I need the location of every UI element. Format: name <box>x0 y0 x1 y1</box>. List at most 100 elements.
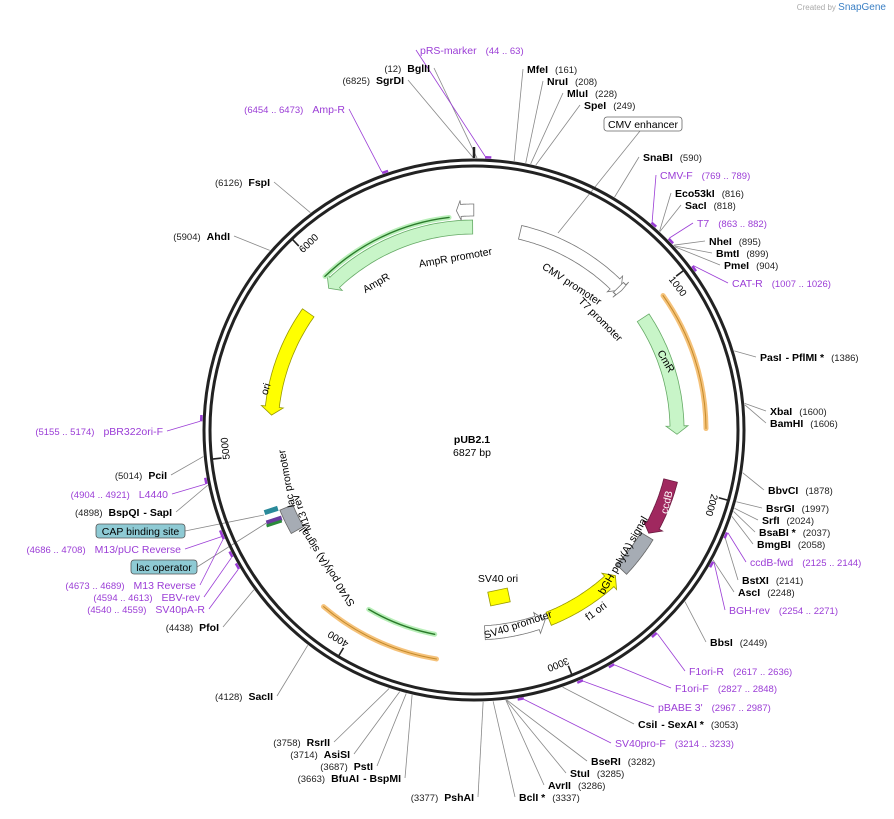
enzyme-rsrii[interactable]: (3758)RsrII <box>273 737 330 749</box>
enzyme-bamhi[interactable]: BamHI(1606) <box>770 418 838 430</box>
svg-text:(5014)PciI: (5014)PciI <box>115 470 167 482</box>
enzyme-srfi[interactable]: SrfI(2024) <box>762 515 814 527</box>
enzyme-fspi[interactable]: (6126)FspI <box>215 177 270 189</box>
primer-amp-r[interactable]: (6454 .. 6473)Amp-R <box>244 104 345 116</box>
enzyme-mlui[interactable]: MluI(228) <box>567 88 617 100</box>
orf-green-arc <box>369 609 435 634</box>
enzyme-saci[interactable]: SacI(818) <box>685 200 736 212</box>
svg-text:BmgBI(2058): BmgBI(2058) <box>757 539 825 551</box>
label-cmv-enhancer[interactable]: CMV enhancer <box>604 117 682 131</box>
enzyme-pmei[interactable]: PmeI(904) <box>724 260 778 272</box>
svg-text:SrfI(2024): SrfI(2024) <box>762 515 814 527</box>
primer-prs-marker[interactable]: pRS-marker(44 .. 63) <box>420 45 524 57</box>
enzyme-sgrdi[interactable]: (6825)SgrDI <box>343 75 405 87</box>
tick-4000 <box>339 648 344 656</box>
svg-text:BclI *(3337): BclI *(3337) <box>519 792 580 804</box>
enzyme-pfoi[interactable]: (4438)PfoI <box>166 622 219 634</box>
enzyme-xbai[interactable]: XbaI(1600) <box>770 406 827 418</box>
svg-text:BsrGI(1997): BsrGI(1997) <box>766 503 829 515</box>
svg-text:Eco53kI(816): Eco53kI(816) <box>675 188 744 200</box>
enzyme-psti[interactable]: (3687)PstI <box>320 761 373 773</box>
enzyme-pcii[interactable]: (5014)PciI <box>115 470 167 482</box>
primer-pbr322ori-f[interactable]: (5155 .. 5174)pBR322ori-F <box>35 426 163 438</box>
primer-pbabe-3[interactable]: pBABE 3'(2967 .. 2987) <box>658 702 771 714</box>
svg-text:PasI- PflMI *(1386): PasI- PflMI *(1386) <box>760 352 859 364</box>
label-sv40-polya: SV40 poly(A) signal <box>297 525 357 609</box>
primer-bgh-rev[interactable]: BGH-rev(2254 .. 2271) <box>729 605 838 617</box>
enzyme-bcli[interactable]: BclI *(3337) <box>519 792 580 804</box>
primer-f1ori-f[interactable]: F1ori-F(2827 .. 2848) <box>675 683 777 695</box>
svg-text:(4904 .. 4921)L4440: (4904 .. 4921)L4440 <box>71 489 169 501</box>
primer-ebv-rev[interactable]: (4594 .. 4613)EBV-rev <box>93 592 200 604</box>
enzyme-snabi[interactable]: SnaBI(590) <box>643 152 702 164</box>
svg-text:lac operator: lac operator <box>136 562 192 574</box>
label-sv40-ori: SV40 ori <box>478 573 518 585</box>
tick-label-2000: 2000 <box>703 493 720 518</box>
svg-text:T7(863 .. 882): T7(863 .. 882) <box>697 218 767 230</box>
primer-cmv-f[interactable]: CMV-F(769 .. 789) <box>660 170 750 182</box>
enzyme-stui[interactable]: StuI(3285) <box>570 768 624 780</box>
enzyme-asci[interactable]: AscI(2248) <box>738 587 795 599</box>
primer-cat-r[interactable]: CAT-R(1007 .. 1026) <box>732 278 831 290</box>
label-lac-operator[interactable]: lac operator <box>131 560 197 574</box>
primer-m13-reverse[interactable]: (4673 .. 4689)M13 Reverse <box>65 580 196 592</box>
feature-ampr-promoter <box>456 200 473 220</box>
primer-m13-puc-reverse[interactable]: (4686 .. 4708)M13/pUC Reverse <box>26 544 181 556</box>
enzyme-bmgbi[interactable]: BmgBI(2058) <box>757 539 825 551</box>
svg-text:SnaBI(590): SnaBI(590) <box>643 152 702 164</box>
primer-l4440[interactable]: (4904 .. 4921)L4440 <box>71 489 169 501</box>
enzyme-csii[interactable]: CsiI- SexAI *(3053) <box>638 719 738 731</box>
enzyme-eco53ki[interactable]: Eco53kI(816) <box>675 188 744 200</box>
primer-f1ori-r[interactable]: F1ori-R(2617 .. 2636) <box>689 666 792 678</box>
enzyme-asisi[interactable]: (3714)AsiSI <box>290 749 350 761</box>
enzyme-nhei[interactable]: NheI(895) <box>709 236 761 248</box>
svg-text:CsiI- SexAI *(3053): CsiI- SexAI *(3053) <box>638 719 738 731</box>
primer-sv40pro-f[interactable]: SV40pro-F(3214 .. 3233) <box>615 738 734 750</box>
enzyme-bstxi[interactable]: BstXI(2141) <box>742 575 803 587</box>
feature-ori <box>261 309 314 415</box>
enzyme-avrii[interactable]: AvrII(3286) <box>548 780 605 792</box>
primer-t7[interactable]: T7(863 .. 882) <box>697 218 767 230</box>
enzyme-bmti[interactable]: BmtI(899) <box>716 248 769 260</box>
enzyme-bfuai[interactable]: (3663)BfuAI- BspMI <box>298 773 401 785</box>
svg-text:(3663)BfuAI- BspMI: (3663)BfuAI- BspMI <box>298 773 401 785</box>
svg-text:SV40pro-F(3214 .. 3233): SV40pro-F(3214 .. 3233) <box>615 738 734 750</box>
label-cap-binding-site[interactable]: CAP binding site <box>96 524 185 538</box>
enzyme-nrui[interactable]: NruI(208) <box>547 76 597 88</box>
svg-text:(4540 .. 4559)SV40pA-R: (4540 .. 4559)SV40pA-R <box>87 604 205 616</box>
svg-text:BmtI(899): BmtI(899) <box>716 248 769 260</box>
svg-text:pBABE 3'(2967 .. 2987): pBABE 3'(2967 .. 2987) <box>658 702 771 714</box>
svg-text:BbvCI(1878): BbvCI(1878) <box>768 485 833 497</box>
enzyme-bspqi[interactable]: (4898)BspQI- SapI <box>75 507 172 519</box>
enzyme-pasi[interactable]: PasI- PflMI *(1386) <box>760 352 859 364</box>
primer-sv40pa-r[interactable]: (4540 .. 4559)SV40pA-R <box>87 604 205 616</box>
enzyme-bbsi[interactable]: BbsI(2449) <box>710 637 767 649</box>
enzyme-sacii[interactable]: (4128)SacII <box>215 691 273 703</box>
enzyme-bsrgi[interactable]: BsrGI(1997) <box>766 503 829 515</box>
svg-text:(5904)AhdI: (5904)AhdI <box>173 231 230 243</box>
snapgene-logo: SnapGene <box>838 2 886 13</box>
label-ampr-promoter: AmpR promoter <box>418 246 494 271</box>
primer-mark <box>382 171 388 173</box>
label-ampr: AmpR <box>361 271 393 296</box>
svg-text:BseRI(3282): BseRI(3282) <box>591 756 655 768</box>
enzyme-spei[interactable]: SpeI(249) <box>584 100 635 112</box>
enzyme-bglii[interactable]: (12)BglII <box>384 63 430 75</box>
enzyme-mfei[interactable]: MfeI(161) <box>527 64 577 76</box>
enzyme-bsabi[interactable]: BsaBI *(2037) <box>759 527 830 539</box>
svg-text:PmeI(904): PmeI(904) <box>724 260 778 272</box>
svg-text:CMV-F(769 .. 789): CMV-F(769 .. 789) <box>660 170 750 182</box>
enzyme-bseri[interactable]: BseRI(3282) <box>591 756 655 768</box>
primer-ccdb-fwd[interactable]: ccdB-fwd(2125 .. 2144) <box>750 557 861 569</box>
svg-text:AvrII(3286): AvrII(3286) <box>548 780 605 792</box>
svg-text:BsaBI *(2037): BsaBI *(2037) <box>759 527 830 539</box>
snapgene-credit: Created by SnapGene <box>797 2 886 13</box>
svg-text:CMV enhancer: CMV enhancer <box>608 119 679 131</box>
enzyme-pshai[interactable]: (3377)PshAI <box>411 792 474 804</box>
enzyme-bbvci[interactable]: BbvCI(1878) <box>768 485 833 497</box>
svg-text:(4594 .. 4613)EBV-rev: (4594 .. 4613)EBV-rev <box>93 592 200 604</box>
svg-text:SpeI(249): SpeI(249) <box>584 100 635 112</box>
enzyme-ahdi[interactable]: (5904)AhdI <box>173 231 230 243</box>
svg-text:F1ori-R(2617 .. 2636): F1ori-R(2617 .. 2636) <box>689 666 792 678</box>
